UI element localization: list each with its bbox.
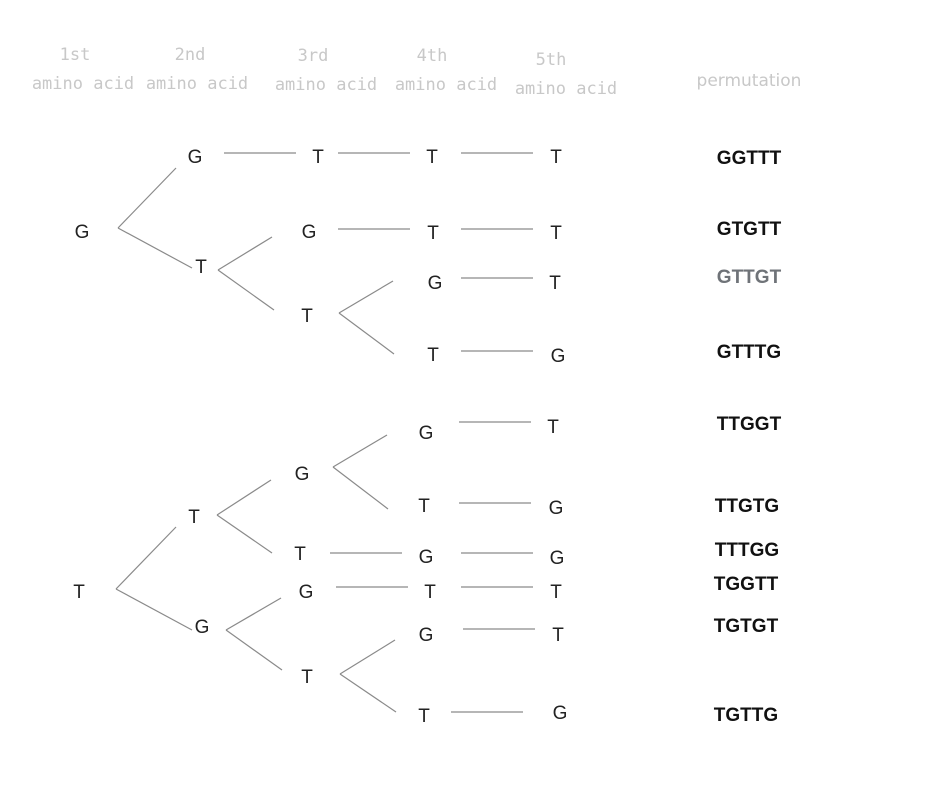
node: T [427, 223, 439, 244]
edge [216, 514, 273, 554]
node: T [426, 147, 438, 168]
node: G [195, 617, 210, 638]
edge [115, 588, 193, 631]
node: G [419, 547, 434, 568]
permutation-list: GGTTT GTGTT GTTGT GTTTG TTGGT TTGTG TTTG… [714, 148, 782, 726]
header-4th-line1: 4th [417, 46, 448, 66]
node: G [419, 423, 434, 444]
header-5th-line2: amino acid [515, 79, 617, 99]
node: T [418, 706, 430, 727]
permutation-item: GGTTT [717, 148, 782, 169]
edge [225, 597, 282, 631]
header-2nd-line2: amino acid [146, 74, 248, 94]
edge [117, 167, 177, 229]
edge [115, 526, 177, 590]
permutation-item: TTTGG [715, 540, 779, 561]
permutation-item: GTTGT [717, 267, 782, 288]
edge [216, 479, 272, 516]
node: G [419, 625, 434, 646]
permutation-item: TTGGT [717, 414, 782, 435]
header-3rd-line2: amino acid [275, 75, 377, 95]
edge [338, 280, 394, 314]
node: T [418, 496, 430, 517]
node: G [295, 464, 310, 485]
edge [338, 312, 395, 355]
node: T [549, 273, 561, 294]
node: T [547, 417, 559, 438]
node: T [312, 147, 324, 168]
node: T [552, 625, 564, 646]
permutation-item: TTGTG [715, 496, 779, 517]
node: G [551, 346, 566, 367]
node: T [195, 257, 207, 278]
permutation-item: TGGTT [714, 574, 779, 595]
node-root-t: T [73, 582, 85, 603]
tree-nodes-lower: T T G G T T G T G G G G T T T G T T G [73, 417, 567, 727]
permutation-item: GTGTT [717, 219, 782, 240]
node: T [294, 544, 306, 565]
node: T [188, 507, 200, 528]
header-permutation: permutation [697, 71, 802, 91]
permutation-item: TGTTG [714, 705, 778, 726]
node: G [299, 582, 314, 603]
node: G [188, 147, 203, 168]
node: T [550, 582, 562, 603]
edge [332, 466, 389, 510]
header-1st-line1: 1st [60, 45, 91, 65]
node: T [550, 147, 562, 168]
edge [217, 236, 273, 271]
edge [225, 629, 283, 671]
edge [217, 269, 275, 311]
node: G [428, 273, 443, 294]
header-3rd-line1: 3rd [298, 46, 329, 66]
header-1st-line2: amino acid [32, 74, 134, 94]
node: T [424, 582, 436, 603]
permutation-item: TGTGT [714, 616, 779, 637]
node: T [427, 345, 439, 366]
node: G [550, 548, 565, 569]
column-headers: 1st amino acid 2nd amino acid 3rd amino … [32, 45, 802, 99]
tree-edges [115, 152, 535, 713]
edge [339, 673, 397, 713]
header-2nd-line1: 2nd [175, 45, 206, 65]
edge [332, 434, 388, 468]
node-root-g: G [75, 222, 90, 243]
header-5th-line1: 5th [536, 50, 567, 70]
node: G [302, 222, 317, 243]
edge [339, 639, 396, 675]
node: G [553, 703, 568, 724]
edge [117, 227, 193, 269]
node: T [550, 223, 562, 244]
node: T [301, 667, 313, 688]
node: G [549, 498, 564, 519]
header-4th-line2: amino acid [395, 75, 497, 95]
tree-nodes-upper: G G T T T T G T T T G T T G [75, 147, 566, 367]
node: T [301, 306, 313, 327]
permutation-item: GTTTG [717, 342, 781, 363]
